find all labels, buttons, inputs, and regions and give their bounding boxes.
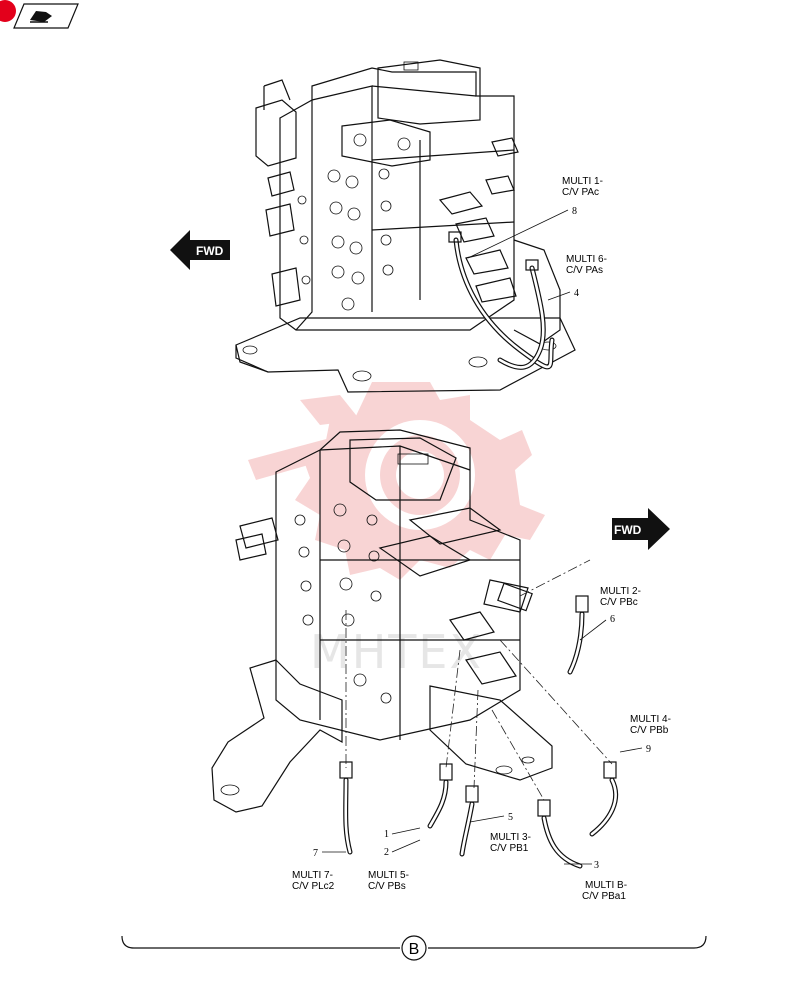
arrow-left-icon: [170, 230, 230, 270]
callout-4: 4 MULTI 6- C/V PAs: [547, 254, 607, 301]
hose-5-multi5: [427, 763, 453, 829]
fwd-arrow-top: FWD: [170, 230, 230, 270]
callout-5-line2: C/V PB1: [490, 843, 529, 854]
callout-5-number: 5: [508, 812, 513, 823]
callout-6: 6 MULTI 2- C/V PBc: [579, 586, 641, 641]
callout-9-number: 9: [646, 744, 651, 755]
leader-lines-lower: [345, 559, 613, 801]
callout-7-number: 7: [313, 848, 318, 859]
callout-9: 9 MULTI 4- C/V PBb: [619, 714, 671, 755]
callout-8-line1: MULTI 1-: [562, 176, 603, 187]
callout-4-line2: C/V PAs: [566, 265, 603, 276]
callout-1-2-line1: MULTI 5-: [368, 870, 409, 881]
callout-8: 8 MULTI 1- C/V PAc: [467, 176, 603, 259]
hose-7: [339, 761, 353, 855]
footer-bracket: B: [121, 935, 707, 961]
callout-8-number: 8: [572, 206, 577, 217]
watermark-logo: [248, 382, 545, 580]
hose-9: [589, 761, 619, 837]
callout-3-line1: MULTI B-: [585, 880, 627, 891]
callout-9-line2: C/V PBb: [630, 725, 669, 736]
hose-6: [567, 595, 589, 675]
callout-4-line1: MULTI 6-: [566, 254, 607, 265]
callout-5: 5 MULTI 3- C/V PB1: [469, 812, 531, 854]
callout-7-line2: C/V PLc2: [292, 881, 335, 892]
footer-letter: B: [409, 941, 420, 958]
callout-7-line1: MULTI 7-: [292, 870, 333, 881]
watermark-text: MHTEX: [310, 625, 483, 679]
control-valve-upper: [235, 59, 576, 393]
callout-1-2-line2: C/V PBs: [368, 881, 406, 892]
fwd-bottom-label: FWD: [614, 523, 642, 537]
callout-6-line2: C/V PBc: [600, 597, 638, 608]
fwd-top-label: FWD: [196, 244, 224, 258]
callout-9-line1: MULTI 4-: [630, 714, 671, 725]
callout-1-2: 1 2 MULTI 5- C/V PBs: [368, 827, 421, 892]
callout-2-number: 2: [384, 847, 389, 858]
callout-6-line1: MULTI 2-: [600, 586, 641, 597]
hose-5: [459, 785, 479, 857]
callout-3-number: 3: [594, 860, 599, 871]
callout-6-number: 6: [610, 614, 615, 625]
arrow-right-icon: [612, 508, 670, 550]
hose-3: [537, 799, 583, 869]
callout-7: 7 MULTI 7- C/V PLc2: [292, 848, 346, 892]
book-page-icon[interactable]: [13, 3, 79, 29]
fwd-arrow-bottom: FWD: [612, 508, 670, 550]
callout-4-number: 4: [574, 288, 579, 299]
callout-1-number: 1: [384, 829, 389, 840]
callout-3: 3 MULTI B- C/V PBa1: [564, 860, 627, 902]
callout-3-line2: C/V PBa1: [582, 891, 626, 902]
red-dot-icon: [0, 0, 16, 22]
callout-8-line2: C/V PAc: [562, 187, 599, 198]
control-valve-lower: [211, 429, 553, 813]
callout-5-line1: MULTI 3-: [490, 832, 531, 843]
